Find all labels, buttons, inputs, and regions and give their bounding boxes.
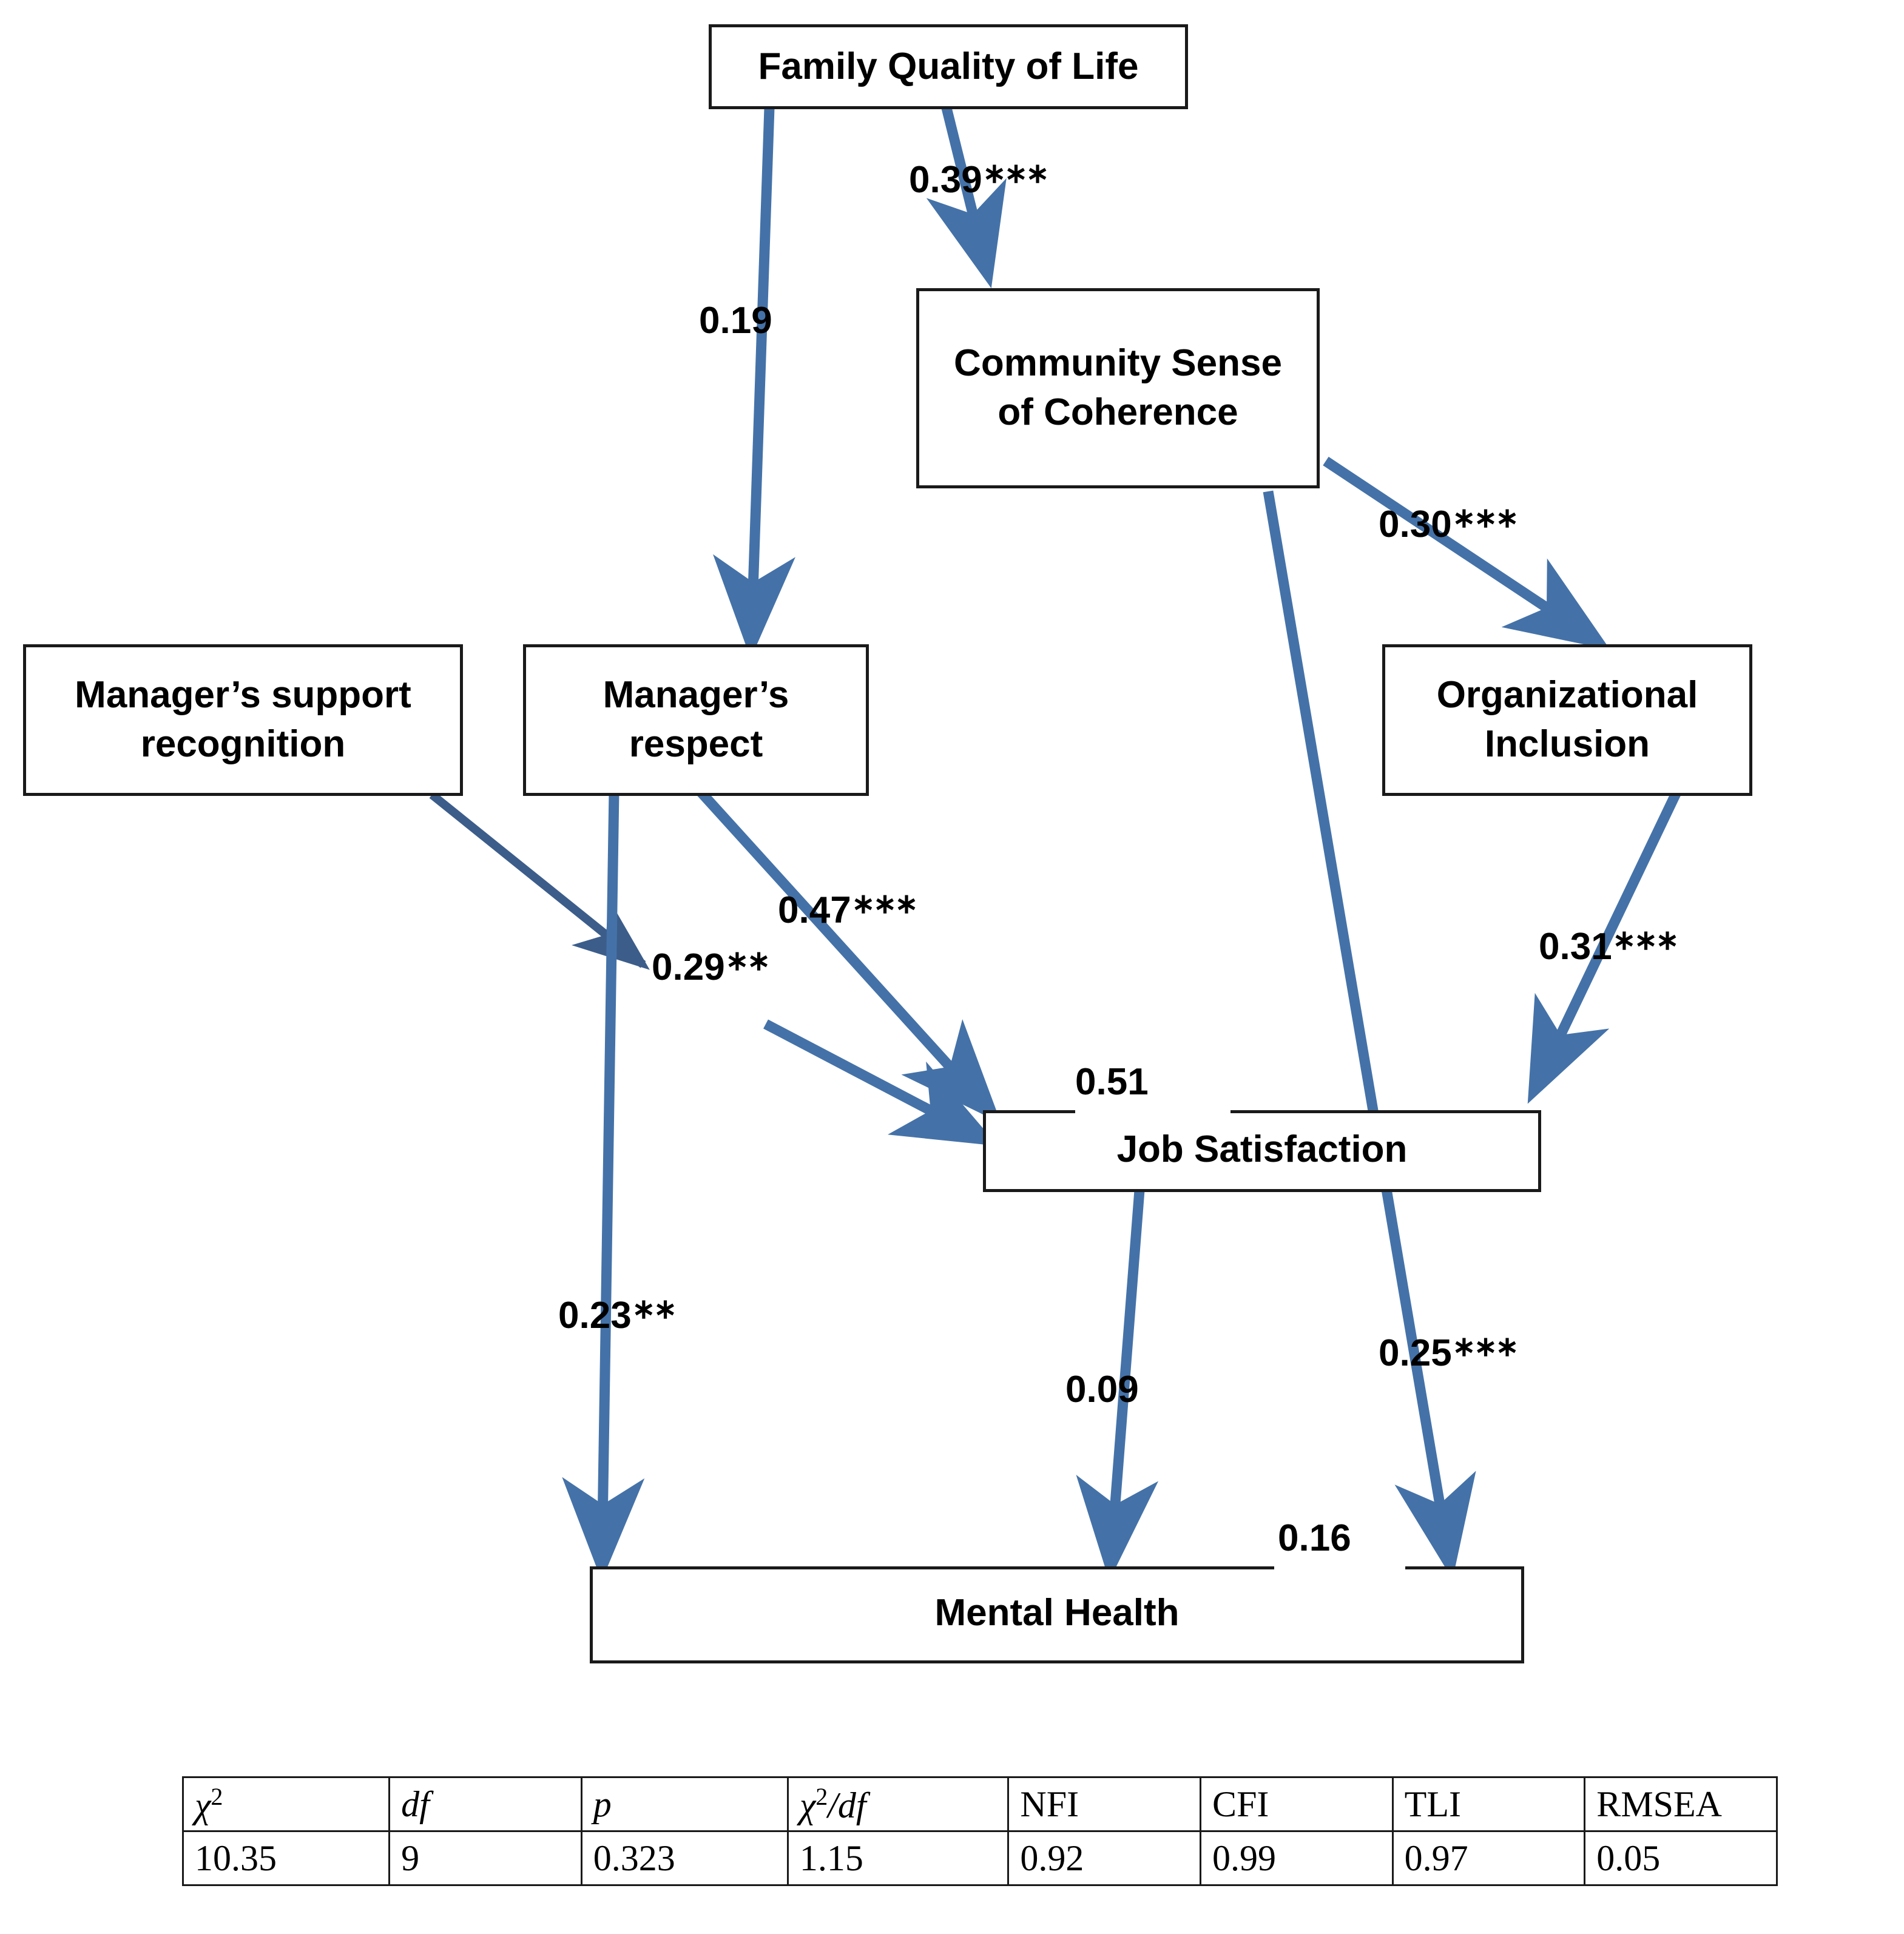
coefficient-value: 0.25 <box>1379 1332 1452 1375</box>
coefficient-community-sense-to-org-inclusion: 0.30∗∗∗ <box>1379 501 1519 546</box>
coefficient-value: 0.23 <box>558 1295 632 1337</box>
table-value-p: 0.323 <box>580 1830 789 1886</box>
node-managers-respect[interactable]: Manager’s respect <box>523 644 869 796</box>
table-value-df: 9 <box>388 1830 582 1886</box>
table-value-cfi: 0.99 <box>1200 1830 1394 1886</box>
coefficient-job-satisfaction-to-mental-health: 0.09 <box>1065 1366 1139 1411</box>
coefficient-value: 0.09 <box>1065 1369 1139 1411</box>
node-label-community-sense-of-coherence: Community Sense of Coherence <box>954 342 1282 433</box>
coefficient-value: 0.19 <box>699 300 772 342</box>
coefficient-value: 0.47 <box>778 889 851 932</box>
r2-label-job-satisfaction: 0.51 <box>1075 1060 1149 1103</box>
node-mental-health[interactable]: Mental Health <box>590 1566 1524 1663</box>
significance-stars: ∗∗ <box>632 1293 677 1324</box>
coefficient-managers-support-to-job-satisfaction: 0.29∗∗ <box>652 944 771 989</box>
node-label-job-satisfaction: Job Satisfaction <box>1116 1128 1408 1170</box>
arrow-community-sense-to-mental-health <box>1263 490 1476 1580</box>
node-family-quality-of-life[interactable]: Family Quality of Life <box>709 24 1188 109</box>
coefficient-org-inclusion-to-job-satisfaction: 0.31∗∗∗ <box>1539 923 1680 968</box>
table-value-nfi: 0.92 <box>1007 1830 1202 1886</box>
arrow-org-inclusion-to-job-satisfaction <box>1527 786 1683 1104</box>
node-label-family-quality-of-life: Family Quality of Life <box>758 45 1139 87</box>
significance-stars: ∗∗∗ <box>1452 502 1519 533</box>
coefficient-value: 0.29 <box>652 946 725 989</box>
r2-value: 0.51 <box>1075 1061 1149 1103</box>
arrow-fqol-to-community-sense <box>926 106 1007 289</box>
table-header-p: p <box>580 1776 789 1832</box>
table-header-rmsea: RMSEA <box>1584 1776 1778 1832</box>
table-header-tli: TLI <box>1391 1776 1586 1832</box>
table-value-chi2-df: 1.15 <box>786 1830 1010 1886</box>
node-label-mental-health: Mental Health <box>934 1592 1180 1634</box>
node-label-managers-respect: Manager’s respect <box>603 674 789 765</box>
significance-stars: ∗∗∗ <box>982 157 1050 189</box>
coefficient-community-sense-to-mental-health: 0.25∗∗∗ <box>1379 1330 1519 1375</box>
arrow-fqol-to-managers-respect <box>712 107 795 659</box>
table-value-rmsea: 0.05 <box>1584 1830 1778 1886</box>
table-header-nfi: NFI <box>1007 1776 1202 1832</box>
job-satisfaction-top-border-right <box>1231 1110 1541 1113</box>
table-header-cfi: CFI <box>1200 1776 1394 1832</box>
table-header-chi2-df: χ2/df <box>786 1776 1010 1832</box>
table-header-row: χ2 df p χ2/df NFI CFI TLI RMSEA <box>181 1776 1778 1832</box>
mental-health-top-border-right <box>1405 1566 1524 1569</box>
arrow-managers-respect-to-job-satisfaction <box>694 785 1001 1124</box>
arrow-managers-support-to-job-satisfaction <box>763 1019 999 1147</box>
node-organizational-inclusion[interactable]: Organizational Inclusion <box>1382 644 1752 796</box>
table-value-chi2: 10.35 <box>181 1830 391 1886</box>
node-job-satisfaction[interactable]: Job Satisfaction <box>983 1110 1541 1192</box>
table-value-tli: 0.97 <box>1391 1830 1586 1886</box>
r2-label-mental-health: 0.16 <box>1278 1517 1351 1560</box>
fit-statistics-table: χ2 df p χ2/df NFI CFI TLI RMSEA 10.35 9 … <box>181 1776 1778 1886</box>
arrow-managers-respect-to-mental-health <box>562 791 645 1581</box>
r2-value: 0.16 <box>1278 1517 1351 1559</box>
coefficient-fqol-to-managers-respect: 0.19 <box>699 297 773 342</box>
job-satisfaction-top-border-left <box>983 1110 1075 1113</box>
arrow-community-sense-to-org-inclusion <box>1323 456 1610 650</box>
significance-stars: ∗∗ <box>725 945 771 976</box>
coefficient-value: 0.30 <box>1379 504 1452 546</box>
node-label-managers-support-recognition: Manager’s support recognition <box>75 674 411 765</box>
coefficient-fqol-to-community-sense: 0.39∗∗∗ <box>909 157 1050 201</box>
significance-stars: ∗∗∗ <box>1612 924 1680 955</box>
coefficient-managers-respect-to-mental-health: 0.23∗∗ <box>558 1292 677 1337</box>
coefficient-managers-respect-to-job-satisfaction: 0.47∗∗∗ <box>778 887 919 932</box>
node-community-sense-of-coherence[interactable]: Community Sense of Coherence <box>916 288 1320 488</box>
coefficient-value: 0.31 <box>1539 926 1612 968</box>
node-managers-support-recognition[interactable]: Manager’s support recognition <box>23 644 463 796</box>
arrow-job-satisfaction-to-mental-health <box>1076 1190 1159 1581</box>
significance-stars: ∗∗∗ <box>851 888 919 919</box>
table-header-chi2: χ2 <box>181 1776 391 1832</box>
coefficient-value: 0.39 <box>909 159 982 201</box>
table-value-row: 10.35 9 0.323 1.15 0.92 0.99 0.97 0.05 <box>181 1830 1778 1886</box>
significance-stars: ∗∗∗ <box>1452 1330 1519 1362</box>
table-header-df: df <box>388 1776 582 1832</box>
node-label-organizational-inclusion: Organizational Inclusion <box>1436 674 1698 765</box>
mental-health-top-border-left <box>590 1566 1274 1569</box>
